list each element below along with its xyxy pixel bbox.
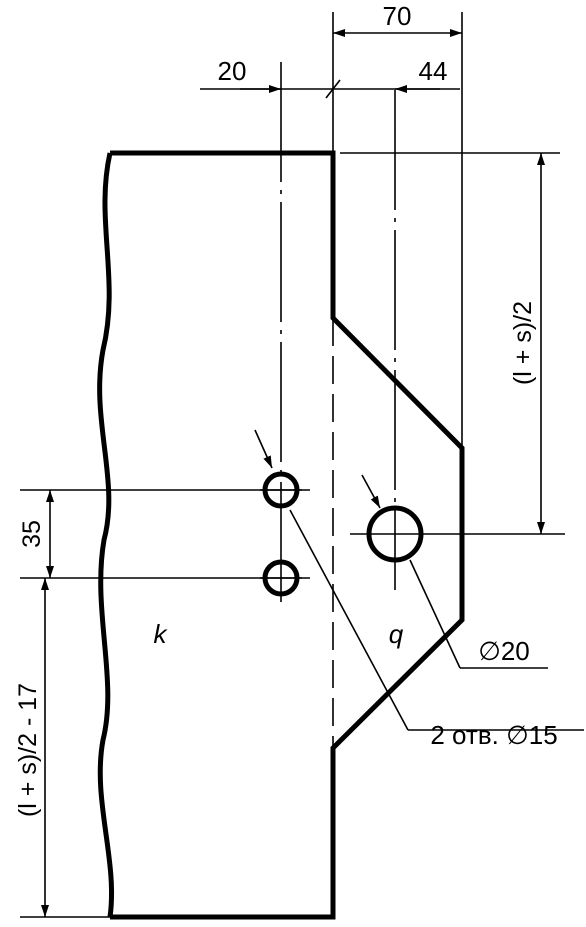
leader-large-hole <box>409 559 461 669</box>
dim-70-label: 70 <box>383 1 412 31</box>
dim-20-label: 20 <box>218 56 247 86</box>
leader-small-hole-arrow <box>254 429 273 469</box>
large-hole-diameter-label: ∅20 <box>478 636 530 666</box>
dim-35-label: 35 <box>18 520 46 548</box>
part-k-label: k <box>154 619 169 649</box>
large-hole <box>366 505 424 563</box>
dim-right-height-label: (l + s)/2 <box>509 301 537 385</box>
leader-small-holes <box>289 509 409 731</box>
dim-44-label: 44 <box>419 56 448 86</box>
outline-top-edge <box>110 150 465 920</box>
dim-tick-333 <box>325 79 341 99</box>
dim-left-height-label: (l + s)/2 - 17 <box>14 683 42 817</box>
small-holes-label: 2 отв. ∅15 <box>430 720 557 750</box>
outline-break-line <box>97 152 115 918</box>
part-q-label: q <box>389 619 404 649</box>
leader-large-hole-arrow <box>361 474 381 509</box>
